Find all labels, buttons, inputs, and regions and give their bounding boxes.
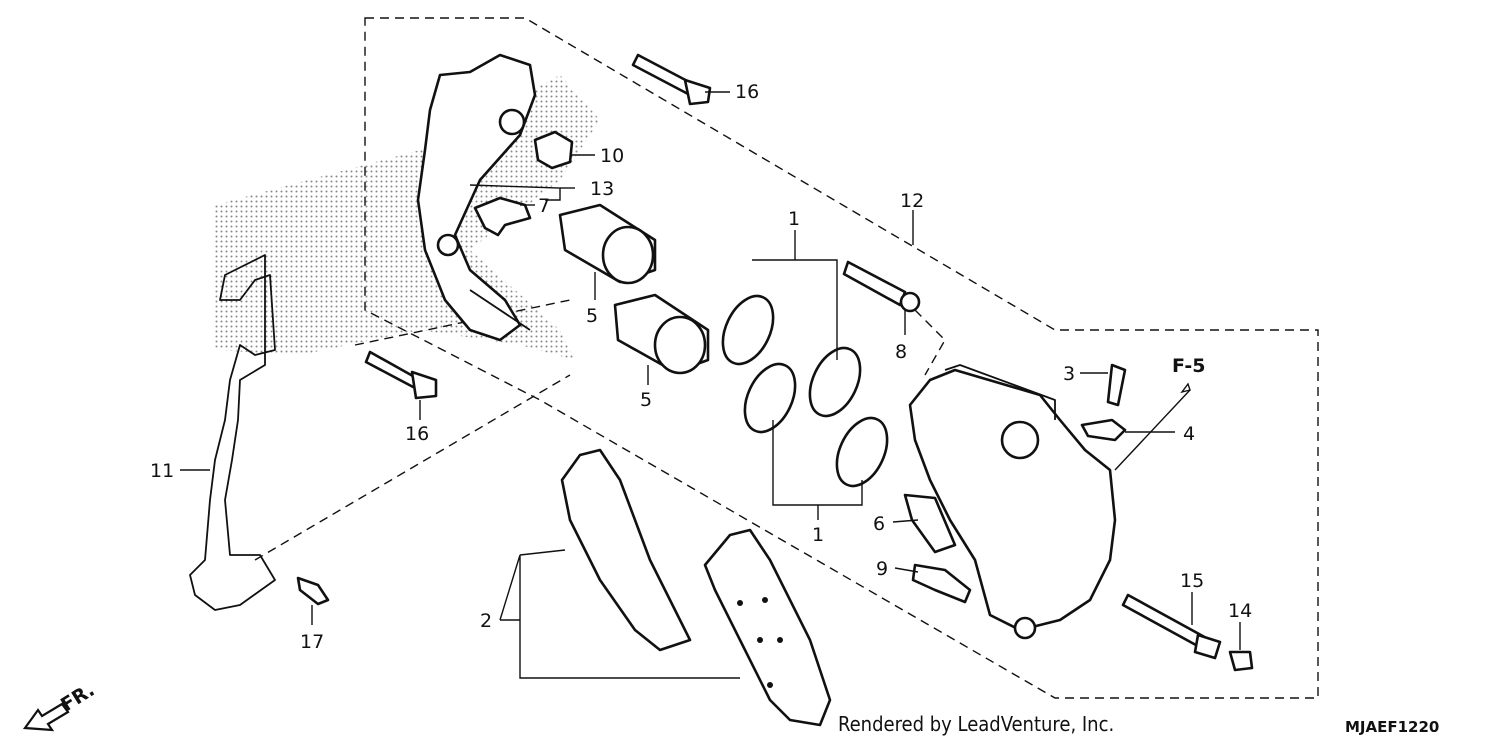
- pad-pin: [1121, 593, 1222, 660]
- reference-f5: F-5: [1172, 355, 1206, 377]
- bleed-screw: [1106, 363, 1127, 407]
- bolt-upper: [631, 53, 712, 106]
- callout-8: 8: [895, 341, 907, 363]
- leader-lines: [180, 91, 1241, 679]
- callout-7: 7: [538, 195, 550, 217]
- callout-1-upper: 1: [788, 208, 800, 230]
- caliper-body: [908, 364, 1117, 640]
- callout-5-lower: 5: [640, 389, 652, 411]
- piston-lower: [613, 293, 710, 375]
- callout-16-upper: 16: [735, 81, 759, 103]
- pad-clip: [473, 196, 532, 237]
- bolt-lower: [364, 350, 438, 400]
- callout-17: 17: [300, 631, 324, 653]
- brake-pad-inner: [560, 448, 692, 652]
- callout-2: 2: [480, 610, 492, 632]
- pad-retainer: [903, 493, 957, 554]
- caliper-bracket: [416, 53, 537, 342]
- callout-16-lower: 16: [405, 423, 429, 445]
- callout-4: 4: [1183, 423, 1195, 445]
- bleeder: [911, 563, 972, 604]
- callouts: 16 10 13 7 12 1 5 8 3 F-5 5 4 16 11 6 1 …: [150, 81, 1252, 653]
- callout-5-upper: 5: [586, 305, 598, 327]
- brake-pad-outer: [703, 528, 832, 727]
- hose-bracket: [189, 254, 276, 611]
- callout-10: 10: [600, 145, 624, 167]
- callout-13: 13: [590, 178, 614, 200]
- seals: [721, 294, 889, 488]
- slide-pin: [842, 260, 921, 313]
- bolt-17: [296, 576, 330, 606]
- callout-1-lower: 1: [812, 524, 824, 546]
- diagram-code: MJAEF1220: [1345, 718, 1439, 736]
- pin-plug: [1228, 650, 1254, 672]
- callout-3: 3: [1063, 363, 1075, 385]
- callout-6: 6: [873, 513, 885, 535]
- callout-12: 12: [900, 190, 924, 212]
- callout-11: 11: [150, 460, 174, 482]
- piston-upper: [558, 203, 657, 285]
- callout-14: 14: [1228, 600, 1252, 622]
- bleed-cap: [1080, 418, 1127, 442]
- callout-9: 9: [876, 558, 888, 580]
- boot: [533, 130, 574, 170]
- callout-15: 15: [1180, 570, 1204, 592]
- credit-text: Rendered by LeadVenture, Inc.: [838, 712, 1114, 736]
- front-direction-arrow: FR.: [22, 679, 98, 732]
